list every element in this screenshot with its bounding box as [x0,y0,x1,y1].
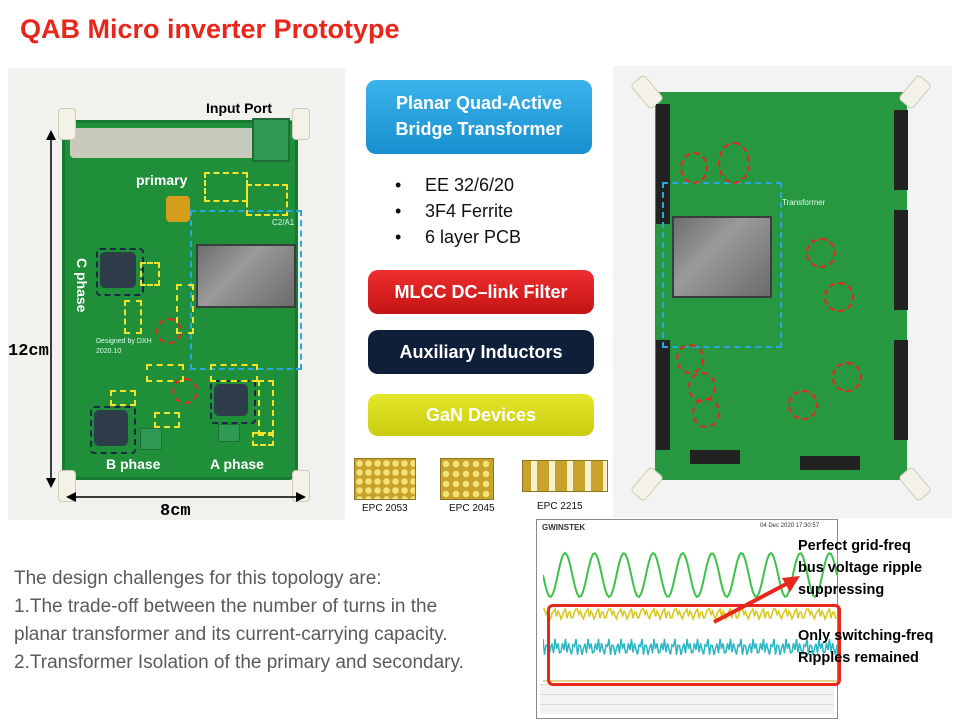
terminal [218,424,240,442]
terminal [140,428,162,450]
slide-title: QAB Micro inverter Prototype [20,14,400,44]
spec-core: EE 32/6/20 [395,172,521,198]
height-dimension-label: 12cm [8,342,49,361]
mlcc-marker [832,362,862,392]
aux-inductor-marker [154,412,180,428]
input-terminal [252,118,290,162]
scope-brand: GWINSTEK [542,523,586,532]
aux-inductor-marker [146,364,184,382]
standoff [58,470,76,502]
transformer-region [190,210,302,370]
annotation-bottom-line1: Only switching-freq [798,628,934,644]
aux-inductor-marker [258,380,274,436]
epc2045-chip [440,458,494,500]
spec-pcb: 6 layer PCB [395,224,521,250]
board-marking: C2/A1 [272,218,295,227]
scope-waveforms [543,551,838,682]
c-phase-inductor [100,252,136,288]
bus-voltage-trace [543,551,838,599]
a-phase-label: A phase [210,456,264,472]
challenge-2: 2.Transformer Isolation of the primary a… [14,652,464,673]
epc2215-chip [522,460,608,492]
transformer-pill: Planar Quad-Active Bridge Transformer [366,80,592,154]
input-port-label: Input Port [206,100,273,116]
aux-inductor-marker [124,300,142,334]
board-marking: Transformer [782,198,826,207]
mlcc-marker [172,378,198,404]
ripple-highlight-box [547,604,841,686]
standoff [58,108,76,140]
aux-inductor-marker [110,390,136,406]
header-connector [656,340,670,450]
planar-transformer-core [196,244,296,308]
annotation-top-line2: bus voltage ripple [798,560,923,576]
gan-pill: GaN Devices [368,394,594,436]
mlcc-marker [806,238,836,268]
header-connector [690,450,740,464]
mlcc-marker [824,282,854,312]
annotation-bottom-line2: Ripples remained [798,650,919,666]
challenge-1-line2: planar transformer and its current-carry… [14,624,448,645]
annotation-bottom: Only switching-freq Ripples remained [798,625,933,669]
aux-inductor-marker [210,364,258,382]
planar-transformer-core [672,216,772,298]
cyan-ripple-trace [543,638,838,656]
header-connector [656,104,670,224]
mlcc-marker [676,344,704,374]
b-phase-label: B phase [106,456,161,472]
annotation-top: Perfect grid-freq bus voltage ripple sup… [798,535,922,601]
aux-inductor-marker [246,184,288,216]
header-connector [894,210,908,310]
b-phase-box [90,406,136,454]
header-connector [894,340,908,440]
epc2053-label: EPC 2053 [362,503,408,514]
scope-date: 04 Dec 2020 17:30:57 [760,523,820,529]
epc2215-label: EPC 2215 [537,501,583,512]
c-phase-label: C phase [74,258,90,313]
a-phase-inductor [214,384,248,416]
mlcc-marker [788,390,818,420]
annotation-arrow [713,576,800,624]
challenges-intro: The design challenges for this topology … [14,568,382,589]
mlcc-marker [156,318,182,344]
mlcc-marker [680,152,708,184]
standoff [292,108,310,140]
yellow-ripple-trace [543,606,838,622]
design-challenges: The design challenges for this topology … [14,565,544,677]
scope-readout-bar [540,684,834,714]
epc2045-label: EPC 2045 [449,503,495,514]
c-phase-box [96,248,144,296]
transformer-specs: EE 32/6/20 3F4 Ferrite 6 layer PCB [395,172,521,250]
aux-pill: Auxiliary Inductors [368,330,594,374]
spec-ferrite: 3F4 Ferrite [395,198,521,224]
transformer-region [662,182,782,348]
aux-inductor-marker [176,284,194,334]
aux-inductor-marker [204,172,248,202]
width-dimension-label: 8cm [160,502,191,521]
epc2053-chip [354,458,416,500]
mlcc-pill: MLCC DC–link Filter [368,270,594,314]
mlcc-marker [692,398,720,428]
annotation-top-line1: Perfect grid-freq [798,538,911,554]
header-connector [800,456,860,470]
aux-inductor-marker [252,432,274,446]
challenge-1-line1: 1.The trade-off between the number of tu… [14,596,438,617]
height-dimension-arrow [46,130,56,488]
transformer-pill-line2: Bridge Transformer [395,119,563,139]
width-dimension-arrow [66,492,306,502]
aux-inductor-marker [140,262,160,286]
b-phase-inductor [94,410,128,446]
capacitor [166,196,190,222]
header-connector [894,110,908,190]
board-marking: Designed by DXH [96,338,152,345]
transformer-pill-line1: Planar Quad-Active [395,93,563,113]
board-marking: 2020.10 [96,348,122,355]
annotation-top-line3: suppressing [798,582,885,598]
primary-label: primary [136,172,188,188]
mlcc-marker [718,142,750,184]
